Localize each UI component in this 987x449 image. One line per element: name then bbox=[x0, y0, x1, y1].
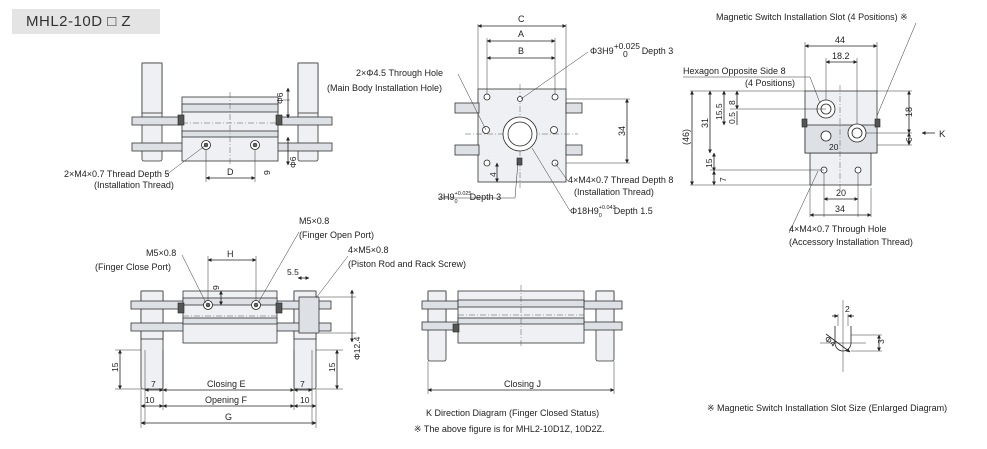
dim-a: A bbox=[518, 29, 524, 39]
dim-phi12-4: Φ12.4 bbox=[352, 336, 362, 360]
dim-phi6-top: Φ6 bbox=[275, 92, 285, 104]
view-front-top: D Φ6 Φ6 9 2×M4×0.7 Thread Depth 5 (Insta… bbox=[64, 62, 333, 190]
dim-46: (46) bbox=[681, 129, 691, 145]
dim-9-open: 9 bbox=[211, 285, 221, 290]
callout-through-hole-sub: (Main Body Installation Hole) bbox=[327, 83, 442, 93]
dim-34-side: 34 bbox=[835, 204, 845, 214]
caption-model-note: ※ The above figure is for MHL2-10D1Z, 10… bbox=[414, 424, 604, 434]
dim-6-side: 6 bbox=[904, 137, 914, 142]
dim-7-side: 7 bbox=[718, 177, 728, 182]
dim-g: G bbox=[225, 412, 232, 422]
dim-closing-j: Closing J bbox=[504, 379, 541, 389]
dim-phi6-bot: Φ6 bbox=[288, 156, 298, 168]
dim-0-5: 0.5 bbox=[727, 112, 737, 124]
callout-m4-depth8: 4×M4×0.7 Thread Depth 8 bbox=[568, 175, 673, 185]
dim-15-left: 15 bbox=[110, 362, 120, 372]
arrow-k: K bbox=[939, 129, 946, 140]
dim-slot-2: 2 bbox=[845, 304, 850, 314]
dim-20-side: 20 bbox=[836, 188, 846, 198]
callout-m4-thread: 2×M4×0.7 Thread Depth 5 bbox=[64, 169, 169, 179]
view-k-direction: Closing J K Direction Diagram (Finger Cl… bbox=[414, 285, 623, 434]
dim-20-inner: 20 bbox=[829, 142, 839, 152]
model-badge: MHL2-10D □ Z bbox=[12, 9, 160, 34]
hex-callout: Hexagon Opposite Side 8 bbox=[683, 66, 786, 76]
hex-callout-sub: (4 Positions) bbox=[745, 78, 795, 88]
view-side: Magnetic Switch Installation Slot (4 Pos… bbox=[681, 12, 946, 247]
caption-k-direction: K Direction Diagram (Finger Closed Statu… bbox=[426, 408, 599, 418]
dim-34-plan: 34 bbox=[617, 126, 627, 136]
callout-piston-sub: (Piston Rod and Rack Screw) bbox=[348, 259, 466, 269]
callout-open-port-sub: (Finger Open Port) bbox=[299, 230, 374, 240]
callout-piston: 4×M5×0.8 bbox=[348, 245, 389, 255]
dim-b: B bbox=[518, 46, 524, 56]
view-front-open: H M5×0.8 (Finger Close Port) M5×0.8 (Fin… bbox=[95, 216, 466, 428]
dim-18-2: 18.2 bbox=[832, 51, 850, 61]
callout-accessory-sub: (Accessory Installation Thread) bbox=[789, 237, 913, 247]
dim-15-5: 15.5 bbox=[714, 103, 724, 120]
view-slot-enlarged: 2 3 Φ4 ※ Magnetic Switch Installation Sl… bbox=[707, 300, 947, 413]
dim-44: 44 bbox=[835, 35, 845, 45]
dim-18-side: 18 bbox=[904, 107, 914, 117]
dim-opening-f: Opening F bbox=[205, 395, 248, 405]
dim-5-5: 5.5 bbox=[287, 267, 299, 277]
callout-close-port: M5×0.8 bbox=[146, 248, 176, 258]
callout-through-hole: 2×Φ4.5 Through Hole bbox=[356, 68, 443, 78]
callout-close-port-sub: (Finger Close Port) bbox=[95, 262, 171, 272]
dim-9-front: 9 bbox=[262, 170, 272, 175]
dim-31: 31 bbox=[700, 118, 710, 128]
dim-closing-e: Closing E bbox=[207, 379, 246, 389]
dim-slot-3: 3 bbox=[876, 339, 886, 344]
callout-m4-thread-sub: (Installation Thread) bbox=[94, 180, 174, 190]
dim-8-side: 8 bbox=[727, 100, 737, 105]
dim-10-left: 10 bbox=[145, 395, 155, 405]
callout-m4-depth8-sub: (Installation Thread) bbox=[574, 187, 654, 197]
dim-d: D bbox=[227, 167, 234, 177]
caption-slot-size: ※ Magnetic Switch Installation Slot Size… bbox=[707, 403, 947, 413]
dim-7-left: 7 bbox=[151, 379, 156, 389]
dim-10-right: 10 bbox=[300, 395, 310, 405]
dim-7-right: 7 bbox=[300, 379, 305, 389]
dim-15-right: 15 bbox=[327, 362, 337, 372]
dim-h: H bbox=[227, 249, 234, 259]
dim-c: C bbox=[518, 14, 525, 24]
callout-open-port: M5×0.8 bbox=[299, 216, 329, 226]
callout-accessory: 4×M4×0.7 Through Hole bbox=[789, 224, 886, 234]
dim-15-side: 15 bbox=[704, 158, 714, 168]
slot-title: Magnetic Switch Installation Slot (4 Pos… bbox=[716, 12, 908, 22]
dim-4-plan: 4 bbox=[488, 172, 498, 177]
